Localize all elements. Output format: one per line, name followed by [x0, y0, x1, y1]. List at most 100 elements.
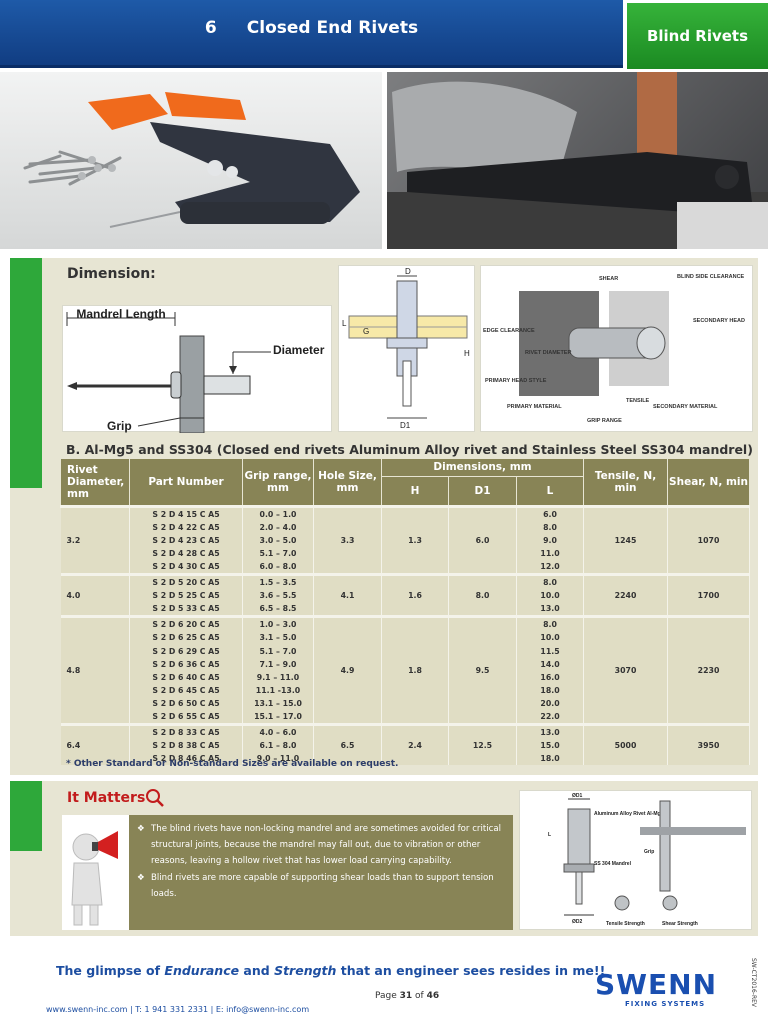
- rivet-diameter-label: RIVET DIAMETER: [525, 350, 571, 356]
- grip-label: Grip: [107, 419, 132, 433]
- rivet-spec-table: Rivet Diameter, mm Part Number Grip rang…: [60, 458, 751, 766]
- tagline-endurance: Endurance: [164, 963, 240, 978]
- cell-part-number: S 2 D 4 15 C A5: [129, 505, 243, 521]
- header-diameter: Rivet Diameter, mm: [60, 458, 130, 507]
- page-total: 46: [426, 991, 440, 1001]
- cell-part-number: S 2 D 5 25 C A5: [129, 589, 243, 603]
- bullet-diamond-icon: ❖: [137, 824, 145, 834]
- tensile-label: TENSILE: [626, 398, 650, 404]
- cell-hole-size: 4.1: [313, 573, 382, 617]
- cell-l: 22.0: [516, 709, 585, 725]
- it-matters-green-tab: [10, 781, 42, 851]
- logo-word: SWENN: [595, 968, 718, 1001]
- cell-l: 12.0: [516, 560, 585, 575]
- cell-l: 8.0: [516, 573, 585, 590]
- cell-grip-range: 4.0 – 6.0: [242, 722, 314, 739]
- cell-grip-range: 9.1 – 11.0: [242, 670, 314, 684]
- cell-l: 11.0: [516, 547, 585, 561]
- diameter-label: Diameter: [273, 343, 325, 357]
- bullet-diamond-icon: ❖: [137, 873, 145, 883]
- cell-grip-range: 5.1 – 7.0: [242, 644, 314, 658]
- cell-shear: 3950: [667, 722, 751, 766]
- bullet-item: ❖The blind rivets have non-locking mandr…: [137, 821, 503, 869]
- cell-h: 2.4: [381, 722, 449, 766]
- cell-diameter: 3.2: [60, 504, 130, 575]
- cell-h: 1.8: [381, 615, 449, 725]
- cell-l: 15.0: [516, 738, 585, 753]
- cell-part-number: S 2 D 6 55 C A5: [129, 709, 243, 725]
- cell-part-number: S 2 D 4 30 C A5: [129, 560, 243, 575]
- header-tensile: Tensile, N, min: [583, 458, 669, 507]
- grip-range-label: GRIP RANGE: [587, 418, 622, 424]
- cell-l: 18.0: [516, 752, 585, 766]
- cell-l: 14.0: [516, 657, 585, 671]
- cell-part-number: S 2 D 6 36 C A5: [129, 657, 243, 671]
- cell-shear: 2230: [667, 615, 751, 725]
- header-h: H: [381, 476, 449, 507]
- fig-d1-label: D1: [400, 421, 411, 430]
- fig-h-label: H: [464, 349, 470, 358]
- cell-part-number: S 2 D 8 33 C A5: [129, 722, 243, 739]
- cell-tensile: 1245: [583, 504, 669, 575]
- od2-label: ØD2: [572, 919, 583, 925]
- cell-d1: 12.5: [448, 722, 517, 766]
- megaphone-figure: [62, 815, 129, 930]
- cell-l: 11.5: [516, 644, 585, 658]
- dimension-green-tab: [10, 258, 42, 488]
- primary-head-label: PRIMARY HEAD STYLE: [485, 378, 547, 384]
- category-tag: Blind Rivets: [627, 3, 768, 69]
- rivet-material-label: Aluminum Alloy Rivet Al-Mg5: [594, 811, 664, 817]
- cell-grip-range: 6.1 – 8.0: [242, 738, 314, 753]
- header-d1: D1: [448, 476, 517, 507]
- it-matters-bullets: ❖The blind rivets have non-locking mandr…: [129, 815, 513, 930]
- tagline-strength: Strength: [274, 963, 337, 978]
- cell-l: 6.0: [516, 505, 585, 521]
- page-current: 31: [399, 991, 413, 1001]
- shear-label: SHEAR: [599, 276, 618, 282]
- cell-grip-range: 6.0 – 8.0: [242, 560, 314, 575]
- page-number: Page 31 of 46: [375, 991, 439, 1001]
- cell-grip-range: 5.1 – 7.0: [242, 547, 314, 561]
- cell-grip-range: 13.1 – 15.0: [242, 696, 314, 710]
- header-grip-range: Grip range, mm: [242, 458, 314, 507]
- edge-clearance-label: EDGE CLEARANCE: [483, 328, 535, 334]
- contact-info[interactable]: www.swenn-inc.com | T: 1 941 331 2331 | …: [46, 1005, 310, 1014]
- cell-part-number: S 2 D 6 50 C A5: [129, 696, 243, 710]
- table-title: B. Al-Mg5 and SS304 (Closed end rivets A…: [66, 442, 753, 457]
- cell-grip-range: 11.1 -13.0: [242, 683, 314, 697]
- cell-l: 8.0: [516, 521, 585, 535]
- cell-grip-range: 3.0 – 5.0: [242, 534, 314, 548]
- bullet-text: Blind rivets are more capable of support…: [151, 873, 494, 899]
- tagline-start: The glimpse of: [56, 963, 165, 978]
- dimension-title: Dimension:: [67, 266, 156, 282]
- it-matters-title: It Matters: [67, 790, 146, 806]
- bullet-item: ❖ Blind rivets are more capable of suppor…: [137, 870, 503, 902]
- header-l: L: [515, 476, 585, 507]
- cell-diameter: 4.0: [60, 573, 130, 617]
- fig-l-label: L: [342, 319, 347, 328]
- cell-part-number: S 2 D 6 29 C A5: [129, 644, 243, 658]
- tagline-mid: and: [239, 963, 275, 978]
- cell-l: 8.0: [516, 615, 585, 632]
- cell-grip-range: 6.5 – 8.5: [242, 602, 314, 617]
- cell-grip-range: 1.5 – 3.5: [242, 573, 314, 590]
- fig-d-label: D: [405, 267, 411, 276]
- cell-grip-range: 2.0 – 4.0: [242, 521, 314, 535]
- cell-part-number: S 2 D 6 20 C A5: [129, 615, 243, 632]
- cell-d1: 6.0: [448, 504, 517, 575]
- cell-part-number: S 2 D 6 25 C A5: [129, 631, 243, 645]
- cell-diameter: 6.4: [60, 722, 130, 766]
